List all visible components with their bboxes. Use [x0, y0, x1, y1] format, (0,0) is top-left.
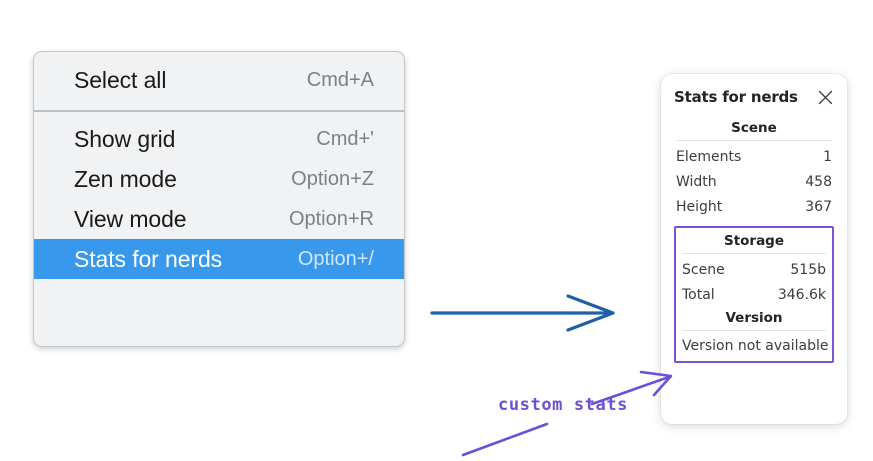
version-section-title: Version [725, 310, 783, 326]
menu-item-label: Zen mode [74, 165, 177, 192]
stat-key: Elements [676, 149, 742, 165]
menu-item-view-mode[interactable]: View mode Option+R [34, 199, 404, 239]
panel-header: Stats for nerds [674, 88, 834, 106]
storage-section: Storage Scene 515b Total 346.6k [680, 231, 828, 308]
menu-group-1: Select all Cmd+A [34, 52, 404, 110]
menu-item-shortcut: Cmd+' [316, 127, 374, 150]
menu-group-2: Show grid Cmd+' Zen mode Option+Z View m… [34, 112, 404, 291]
stat-value: 346.6k [777, 287, 826, 303]
stat-key: Height [676, 199, 723, 215]
section-divider [682, 253, 826, 254]
menu-item-zen-mode[interactable]: Zen mode Option+Z [34, 159, 404, 199]
stat-key: Total [682, 287, 715, 303]
menu-item-shortcut: Option+R [288, 207, 374, 230]
stat-row: Total 346.6k [680, 283, 828, 308]
menu-item-stats-for-nerds[interactable]: Stats for nerds Option+/ [34, 239, 404, 279]
menu-item-label: Show grid [74, 125, 176, 152]
version-section: Version Version not available [680, 308, 829, 356]
version-text: Version not available [682, 338, 829, 354]
stat-row: Height 367 [674, 195, 834, 220]
scene-section: Scene Elements 1 Width 458 Height 367 [674, 118, 834, 220]
stat-key: Width [676, 174, 717, 190]
menu-item-shortcut: Option+Z [291, 167, 374, 190]
stat-row: Width 458 [674, 170, 834, 195]
scene-section-title: Scene [731, 120, 777, 136]
stat-row: Elements 1 [674, 145, 834, 170]
purple-underline-stroke [461, 422, 549, 457]
menu-item-shortcut: Cmd+A [306, 68, 374, 91]
menu-item-label: Stats for nerds [74, 245, 223, 272]
menu-item-label: Select all [74, 66, 167, 93]
context-menu[interactable]: Select all Cmd+A Show grid Cmd+' Zen mod… [33, 51, 405, 347]
menu-divider [34, 110, 404, 112]
custom-stats-region: Storage Scene 515b Total 346.6k Version … [674, 226, 834, 363]
blue-arrow-annotation [430, 294, 615, 332]
section-divider [682, 330, 826, 331]
stat-key: Scene [682, 262, 725, 278]
stat-value: 458 [805, 174, 832, 190]
menu-item-select-all[interactable]: Select all Cmd+A [34, 60, 404, 100]
stat-value: 515b [790, 262, 826, 278]
storage-section-title: Storage [723, 233, 785, 249]
menu-item-shortcut: Option+/ [297, 247, 374, 270]
menu-item-label: View mode [74, 205, 187, 232]
panel-title: Stats for nerds [674, 88, 798, 106]
handwritten-annotation-label: custom stats [498, 395, 629, 415]
section-divider [676, 140, 832, 141]
menu-item-show-grid[interactable]: Show grid Cmd+' [34, 119, 404, 159]
stat-value: 1 [823, 149, 832, 165]
stats-for-nerds-panel[interactable]: Stats for nerds Scene Elements 1 Width 4… [661, 74, 847, 424]
stat-value: 367 [805, 199, 832, 215]
stat-row: Scene 515b [680, 258, 828, 283]
close-icon[interactable] [817, 89, 834, 106]
